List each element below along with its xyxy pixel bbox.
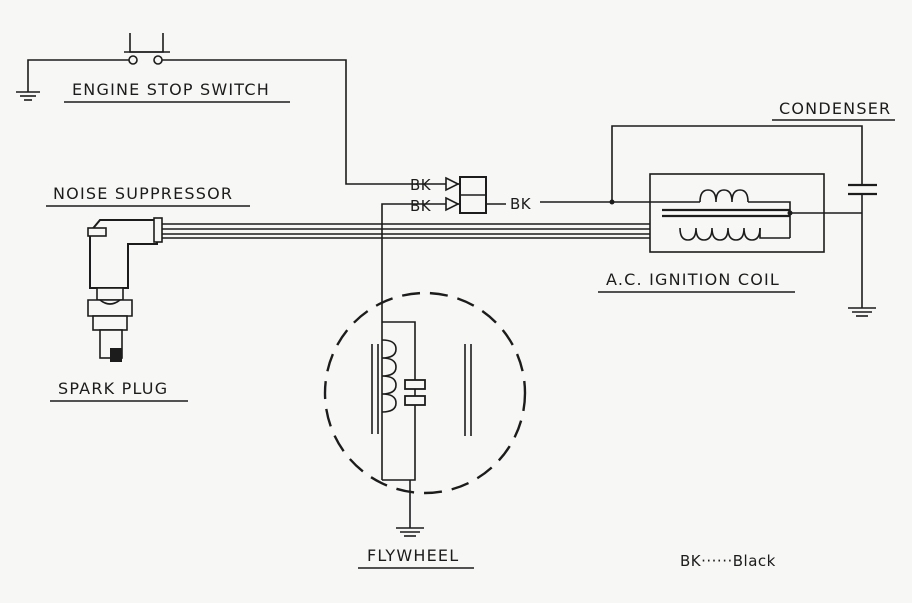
condenser-symbol	[848, 183, 877, 308]
condenser-label: CONDENSER	[779, 99, 891, 118]
flywheel-label: FLYWHEEL	[367, 546, 459, 565]
wire-color-bk-coil: BK	[510, 195, 532, 213]
condenser-ground-icon	[848, 307, 876, 317]
flywheel-ground-icon	[396, 527, 424, 537]
spark-plug	[87, 287, 133, 362]
noise-suppressor	[87, 217, 163, 289]
engine-stop-switch-label: ENGINE STOP SWITCH	[72, 80, 270, 99]
engine-stop-switch	[27, 33, 446, 185]
ac-ignition-coil-label: A.C. IGNITION COIL	[606, 270, 780, 289]
flywheel	[323, 291, 527, 528]
flywheel-lead-wire	[381, 203, 446, 480]
switch-ground-icon	[16, 91, 40, 101]
noise-suppressor-label: NOISE SUPPRESSOR	[53, 184, 233, 203]
high-tension-lead	[162, 223, 650, 239]
ignition-coil	[649, 173, 862, 253]
condenser-wire	[611, 125, 863, 202]
wire-connector	[445, 176, 487, 214]
wire-color-bk-top: BK	[410, 176, 432, 194]
junction-dot	[609, 199, 615, 205]
wire-color-bk-bottom: BK	[410, 197, 432, 215]
spark-plug-label: SPARK PLUG	[58, 379, 168, 398]
color-legend: BK······Black	[680, 552, 776, 570]
